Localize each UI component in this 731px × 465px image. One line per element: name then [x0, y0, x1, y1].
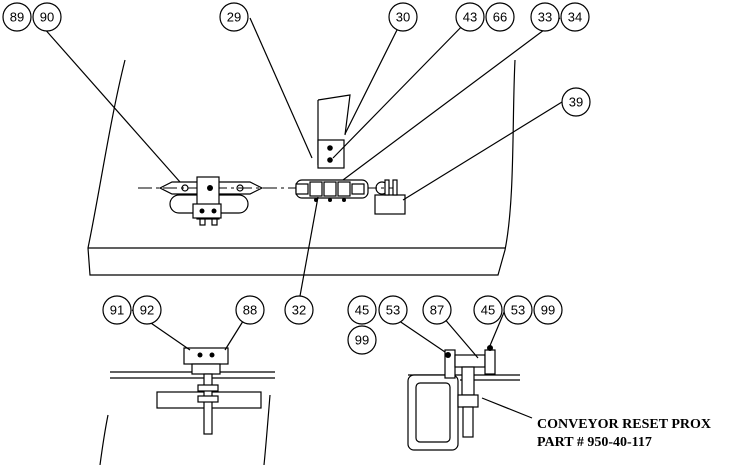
drive-chain	[295, 179, 389, 202]
svg-text:66: 66	[493, 10, 507, 25]
svg-text:87: 87	[430, 303, 444, 318]
balloon-33: 33	[530, 2, 560, 32]
note-line-2: PART # 950-40-117	[537, 435, 652, 450]
svg-text:33: 33	[538, 10, 552, 25]
svg-text:89: 89	[10, 10, 24, 25]
balloon-53-right: 53	[503, 295, 533, 325]
sensor-bracket	[317, 94, 351, 169]
svg-text:53: 53	[386, 303, 400, 318]
svg-text:53: 53	[511, 303, 525, 318]
prox-sensor-block	[374, 179, 406, 215]
svg-text:32: 32	[292, 303, 306, 318]
detail-right	[407, 345, 520, 451]
balloon-43: 43	[455, 2, 485, 32]
balloon-29: 29	[219, 2, 249, 32]
balloon-39: 39	[561, 87, 591, 117]
svg-text:88: 88	[243, 303, 257, 318]
balloon-34: 34	[560, 2, 590, 32]
balloon-66: 66	[485, 2, 515, 32]
balloon-30: 30	[388, 2, 418, 32]
svg-text:91: 91	[110, 303, 124, 318]
svg-text:34: 34	[568, 10, 582, 25]
balloon-92: 92	[132, 295, 162, 325]
balloon-45-left: 45	[347, 295, 377, 325]
balloon-90: 90	[32, 2, 62, 32]
balloon-32: 32	[284, 295, 314, 325]
balloon-87: 87	[422, 295, 452, 325]
svg-text:43: 43	[463, 10, 477, 25]
balloon-91: 91	[102, 295, 132, 325]
detail-left	[99, 347, 275, 465]
svg-text:99: 99	[541, 303, 555, 318]
svg-text:29: 29	[227, 10, 241, 25]
leader-lines	[34, 17, 563, 419]
svg-text:39: 39	[569, 95, 583, 110]
svg-text:30: 30	[396, 10, 410, 25]
balloon-53-left: 53	[378, 295, 408, 325]
svg-text:90: 90	[40, 10, 54, 25]
balloon-99-right: 99	[533, 295, 563, 325]
tensioner-assembly	[158, 176, 264, 226]
svg-text:99: 99	[355, 333, 369, 348]
balloon-88: 88	[235, 295, 265, 325]
note-line-1: CONVEYOR RESET PROX	[537, 417, 711, 432]
balloon-89: 89	[2, 2, 32, 32]
frame-outline-top	[87, 59, 516, 276]
svg-text:45: 45	[355, 303, 369, 318]
balloon-99-left: 99	[347, 325, 377, 355]
svg-text:45: 45	[481, 303, 495, 318]
balloon-45-right: 45	[473, 295, 503, 325]
svg-text:92: 92	[140, 303, 154, 318]
